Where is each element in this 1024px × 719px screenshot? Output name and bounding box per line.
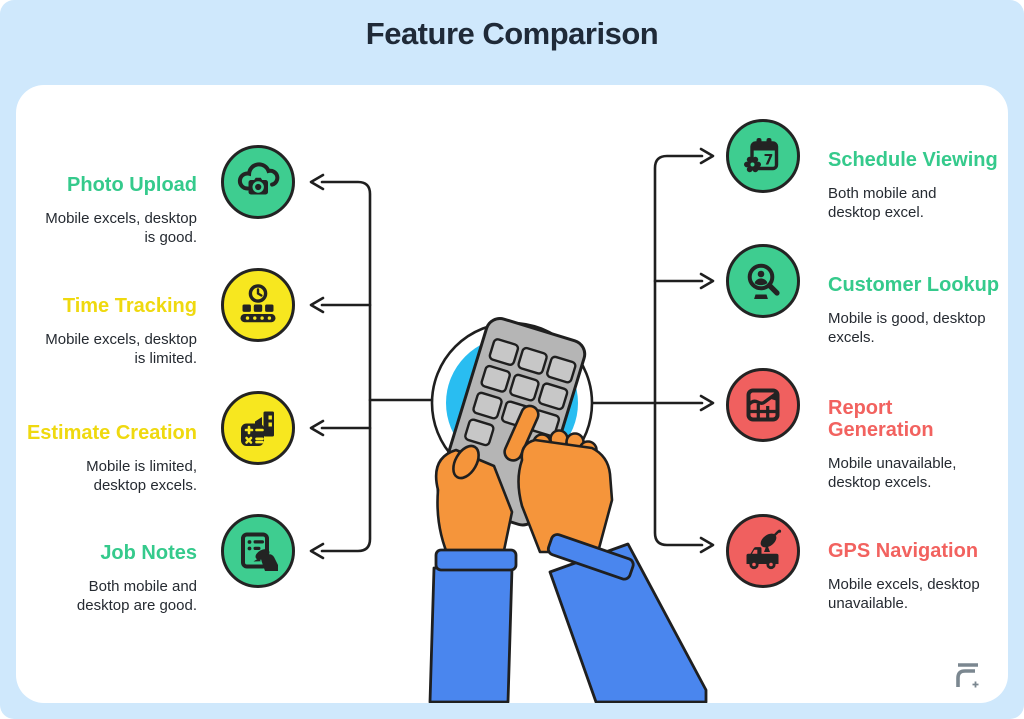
feature-job-notes: Job Notes Both mobile and desktop are go… xyxy=(0,542,197,615)
customer-lookup-icon-badge xyxy=(726,244,800,318)
feature-description: Mobile excels, desktop is good. xyxy=(45,210,197,246)
feature-description: Mobile excels, desktop is limited. xyxy=(45,331,197,367)
time-conveyor-icon xyxy=(240,284,276,323)
calculator-building-icon xyxy=(241,411,274,446)
photo-upload-icon-badge xyxy=(221,145,295,219)
time-tracking-icon-badge xyxy=(221,268,295,342)
svg-text:7: 7 xyxy=(764,153,774,169)
feature-schedule-viewing: Schedule Viewing Both mobile and desktop… xyxy=(828,149,1024,222)
feature-title: Customer Lookup xyxy=(828,274,1000,296)
feature-title: Time Tracking xyxy=(62,295,197,317)
feature-title: Schedule Viewing xyxy=(828,149,998,171)
page-title: Feature Comparison xyxy=(365,16,659,51)
feature-title: GPS Navigation xyxy=(828,540,979,562)
left-hand xyxy=(434,444,514,562)
calendar-gear-icon: 7 xyxy=(744,138,779,173)
feature-description: Mobile is good, desktop excels. xyxy=(828,310,986,346)
report-generation-icon-badge xyxy=(726,368,800,442)
feature-estimate-creation: Estimate Creation Mobile is limited, des… xyxy=(0,422,197,495)
feature-description: Both mobile and desktop are good. xyxy=(76,578,197,614)
gps-navigation-icon-badge xyxy=(726,514,800,588)
feature-report-generation: Report Generation Mobile unavailable, de… xyxy=(828,397,1024,492)
feature-description: Mobile unavailable, desktop excels. xyxy=(828,455,957,491)
feature-description: Both mobile and desktop excel. xyxy=(828,185,937,221)
right-hand xyxy=(503,404,614,554)
report-chart-icon xyxy=(746,388,780,422)
feature-description: Mobile excels, desktop unavailable. xyxy=(828,576,980,612)
estimate-creation-icon-badge xyxy=(221,391,295,465)
notes-pen-icon xyxy=(241,532,278,571)
schedule-viewing-icon-badge: 7 xyxy=(726,119,800,193)
feature-gps-navigation: GPS Navigation Mobile excels, desktop un… xyxy=(828,540,1024,613)
feature-title: Report Generation xyxy=(828,397,934,441)
gps-truck-icon xyxy=(746,529,782,570)
feature-title: Job Notes xyxy=(100,542,197,564)
customer-search-icon xyxy=(747,263,780,299)
sleeves xyxy=(428,533,708,703)
feature-title: Photo Upload xyxy=(67,174,197,196)
feature-customer-lookup: Customer Lookup Mobile is good, desktop … xyxy=(828,274,1024,347)
cloud-camera-icon xyxy=(237,162,280,195)
feature-photo-upload: Photo Upload Mobile excels, desktop is g… xyxy=(0,174,197,247)
brand-logo-icon xyxy=(956,663,979,688)
feature-description: Mobile is limited, desktop excels. xyxy=(86,458,197,494)
feature-title: Estimate Creation xyxy=(26,422,197,444)
job-notes-icon-badge xyxy=(221,514,295,588)
hands-phone-illustration xyxy=(428,317,708,703)
feature-time-tracking: Time Tracking Mobile excels, desktop is … xyxy=(0,295,197,368)
